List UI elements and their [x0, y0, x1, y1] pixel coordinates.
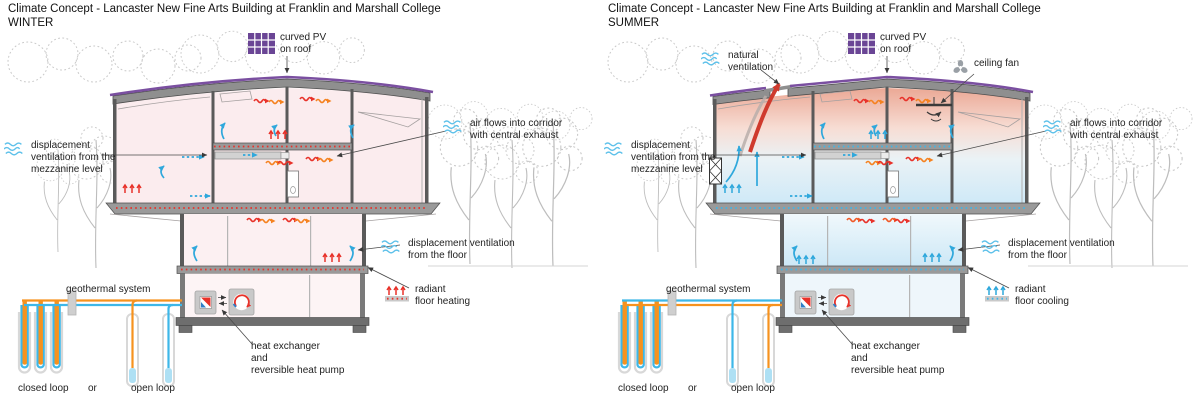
label-geothermal-system: geothermal system	[66, 284, 151, 295]
winter-title: Climate Concept - Lancaster New Fine Art…	[8, 3, 441, 15]
foundation	[175, 317, 370, 326]
label-air-flows-corridor: air flows into corridor with central exh…	[443, 118, 562, 142]
main-floor-slab	[105, 202, 441, 215]
label-open-loop: open loop	[731, 383, 775, 394]
geothermal-pipes	[17, 290, 182, 387]
exchange-arrows-icon	[818, 295, 827, 306]
door	[887, 170, 899, 198]
label-ceiling-fan: ceiling fan	[952, 58, 1019, 76]
roof	[787, 78, 1031, 102]
winter-section-drawing	[7, 30, 593, 387]
label-heat-exchanger: heat exchanger and reversible heat pump	[851, 341, 945, 377]
heat-pump-icon	[228, 288, 255, 316]
label-curved-pv: curved PV on roof	[248, 32, 326, 56]
trees	[7, 30, 593, 269]
roof	[112, 78, 431, 105]
label-curved-pv: curved PV on roof	[848, 32, 926, 56]
heat-pump-icon	[828, 288, 855, 316]
geothermal-pipes	[617, 290, 782, 387]
leader-lines	[701, 56, 1047, 345]
closed-loop-tube	[17, 312, 32, 374]
leader-lines	[101, 56, 447, 345]
label-or: or	[688, 383, 697, 394]
pv-panel-icon	[848, 33, 875, 54]
natural-ventilation-arrow	[738, 82, 781, 157]
waves-icon	[443, 120, 463, 134]
summer-section-drawing	[607, 30, 1193, 387]
summer-season: SUMMER	[608, 17, 660, 29]
summer-panel: Climate Concept - Lancaster New Fine Art…	[600, 0, 1200, 400]
radiant-heating-icon	[385, 286, 409, 302]
waves-icon	[701, 52, 721, 66]
fan-icon	[953, 60, 968, 73]
winter-season: WINTER	[8, 17, 54, 29]
ceiling-fan-symbol	[916, 97, 952, 122]
floor-cooling-dots	[716, 145, 1026, 271]
heat-exchanger-icon	[794, 290, 817, 315]
cool-air-arrows	[725, 122, 956, 262]
label-heat-exchanger: heat exchanger and reversible heat pump	[251, 341, 345, 377]
waves-icon	[4, 142, 24, 156]
floor-heating-dots	[116, 145, 426, 271]
summer-title: Climate Concept - Lancaster New Fine Art…	[608, 3, 1041, 15]
label-natural-ventilation: natural ventilation	[701, 50, 773, 74]
waves-icon	[1043, 120, 1063, 134]
door	[287, 170, 299, 198]
cool-air-arrows	[158, 122, 356, 262]
waves-icon	[981, 240, 1001, 254]
curved-pv-roof-line	[109, 75, 434, 97]
label-radiant-floor-cooling: radiant floor cooling	[984, 284, 1069, 308]
label-closed-loop: closed loop	[618, 383, 669, 394]
radiant-cooling-icon	[985, 286, 1009, 302]
manifold-fitting	[67, 290, 77, 316]
label-radiant-floor-heating: radiant floor heating	[384, 284, 470, 308]
exchange-arrows-icon	[218, 295, 227, 306]
label-open-loop: open loop	[131, 383, 175, 394]
waves-icon	[604, 142, 624, 156]
pv-panel-icon	[248, 33, 275, 54]
heat-exchanger-icon	[194, 290, 217, 315]
manifold-fitting	[667, 290, 677, 316]
main-floor-slab	[705, 202, 1041, 215]
waves-icon	[381, 240, 401, 254]
winter-panel: Climate Concept - Lancaster New Fine Art…	[4, 3, 593, 394]
curved-pv-roof-line	[789, 75, 1034, 94]
trees	[607, 30, 1193, 269]
label-displacement-mezzanine: displacement ventilation from the mezzan…	[604, 140, 716, 177]
label-geothermal-system: geothermal system	[666, 284, 751, 295]
wall-damper	[709, 157, 722, 185]
label-or: or	[88, 383, 97, 394]
label-air-flows-corridor: air flows into corridor with central exh…	[1043, 118, 1162, 142]
foundation	[775, 317, 970, 326]
label-displacement-mezzanine: displacement ventilation from the mezzan…	[4, 140, 116, 177]
label-closed-loop: closed loop	[18, 383, 69, 394]
label-displacement-floor: displacement ventilation from the floor	[981, 238, 1115, 262]
label-displacement-floor: displacement ventilation from the floor	[381, 238, 515, 262]
